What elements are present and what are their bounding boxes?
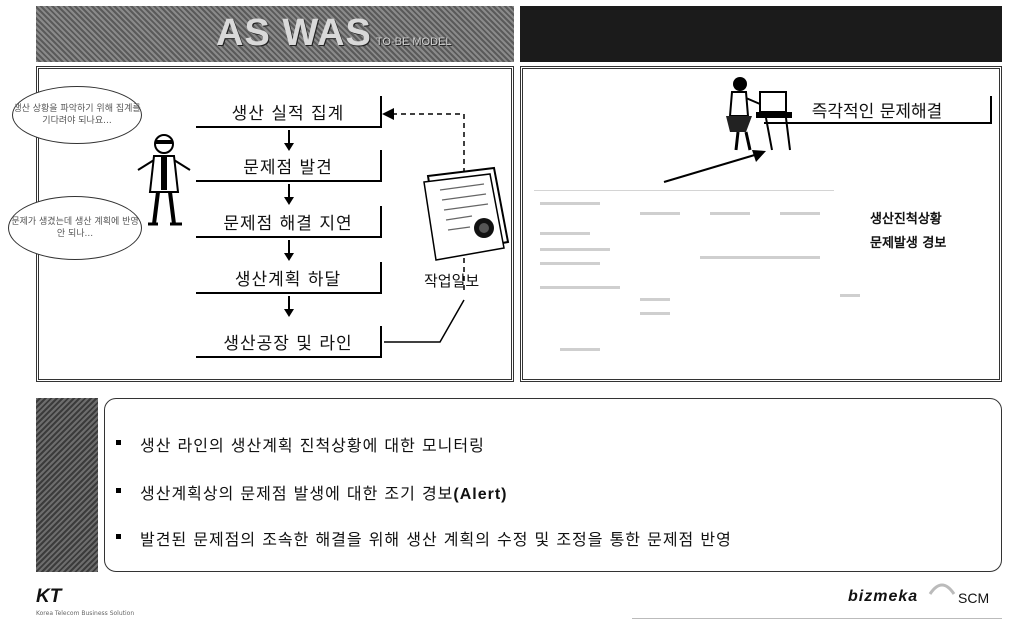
header-subtitle: TO-BE MODEL (375, 36, 452, 48)
progress-status-label: 생산진척상황 (870, 212, 942, 227)
kt-logo: KT (36, 586, 62, 607)
flow-step-3: 문제점 해결 지연 (196, 206, 382, 238)
summary-box (104, 398, 1002, 572)
header-right-bar (520, 6, 1002, 62)
operator-at-desk-icon (726, 77, 792, 151)
flow-arrow-4 (284, 296, 294, 317)
flow-step-1: 생산 실적 집계 (196, 96, 382, 128)
bizmeka-arc-icon (928, 583, 956, 595)
screen-text-faint (540, 262, 600, 265)
bubble-bottom-text: 문제가 생겼는데 생산 계획에 반영 안 되나... (11, 217, 139, 239)
thought-bubble-bottom: 문제가 생겼는데 생산 계획에 반영 안 되나... (8, 196, 142, 260)
worried-person-icon (137, 134, 191, 226)
bullet-icon (116, 440, 121, 445)
flow-step-5: 생산공장 및 라인 (196, 326, 382, 358)
flow-step-4: 생산계획 하달 (196, 262, 382, 294)
screen-text-faint (640, 212, 680, 215)
work-report-label: 작업일보 (424, 272, 480, 290)
flow-arrow-2 (284, 184, 294, 205)
bizmeka-logo: bizmeka (848, 588, 919, 605)
screen-text-faint (700, 256, 820, 259)
bubble-top-text: 생산 상황을 파악하기 위해 집계를 기다려야 되나요... (13, 104, 141, 126)
summary-bullet-2: 생산계획상의 문제점 발생에 대한 조기 경보(Alert) (116, 480, 508, 504)
status-labels: 생산진척상황 문제발생 경보 (870, 208, 946, 256)
screen-text-faint (640, 298, 670, 301)
instant-resolution-title: 즉각적인 문제해결 (764, 96, 992, 124)
flow-arrow-1 (284, 130, 294, 151)
scm-label: SCM (958, 590, 990, 606)
work-report-document-icon (423, 166, 510, 261)
screen-text-faint (540, 286, 620, 289)
thought-bubble-top: 생산 상황을 파악하기 위해 집계를 기다려야 되나요... (12, 86, 142, 144)
summary-side-bar (36, 398, 98, 572)
kt-logo-subtitle: Korea Telecom Business Solution (36, 610, 135, 617)
screen-text-faint (780, 212, 820, 215)
flow-arrow-3 (284, 240, 294, 261)
screen-text-faint (840, 294, 860, 297)
flow-step-2: 문제점 발견 (196, 150, 382, 182)
bullet-icon (116, 534, 121, 539)
screen-text-faint (540, 232, 590, 235)
footer-divider (632, 618, 1002, 619)
screen-text-faint (560, 348, 600, 351)
summary-bullet-1: 생산 라인의 생산계획 진척상황에 대한 모니터링 (116, 432, 485, 456)
to-be-panel (520, 66, 1002, 382)
screen-line (534, 190, 834, 191)
screen-text-faint (710, 212, 750, 215)
bullet-icon (116, 488, 121, 493)
summary-bullet-3: 발견된 문제점의 조속한 해결을 위해 생산 계획의 수정 및 조정을 통한 문… (116, 526, 732, 550)
trend-arrow-icon (663, 150, 766, 183)
screen-text-faint (540, 248, 610, 251)
screen-text-faint (540, 202, 600, 205)
issue-alert-label: 문제발생 경보 (870, 236, 947, 251)
screen-text-faint (640, 312, 670, 315)
